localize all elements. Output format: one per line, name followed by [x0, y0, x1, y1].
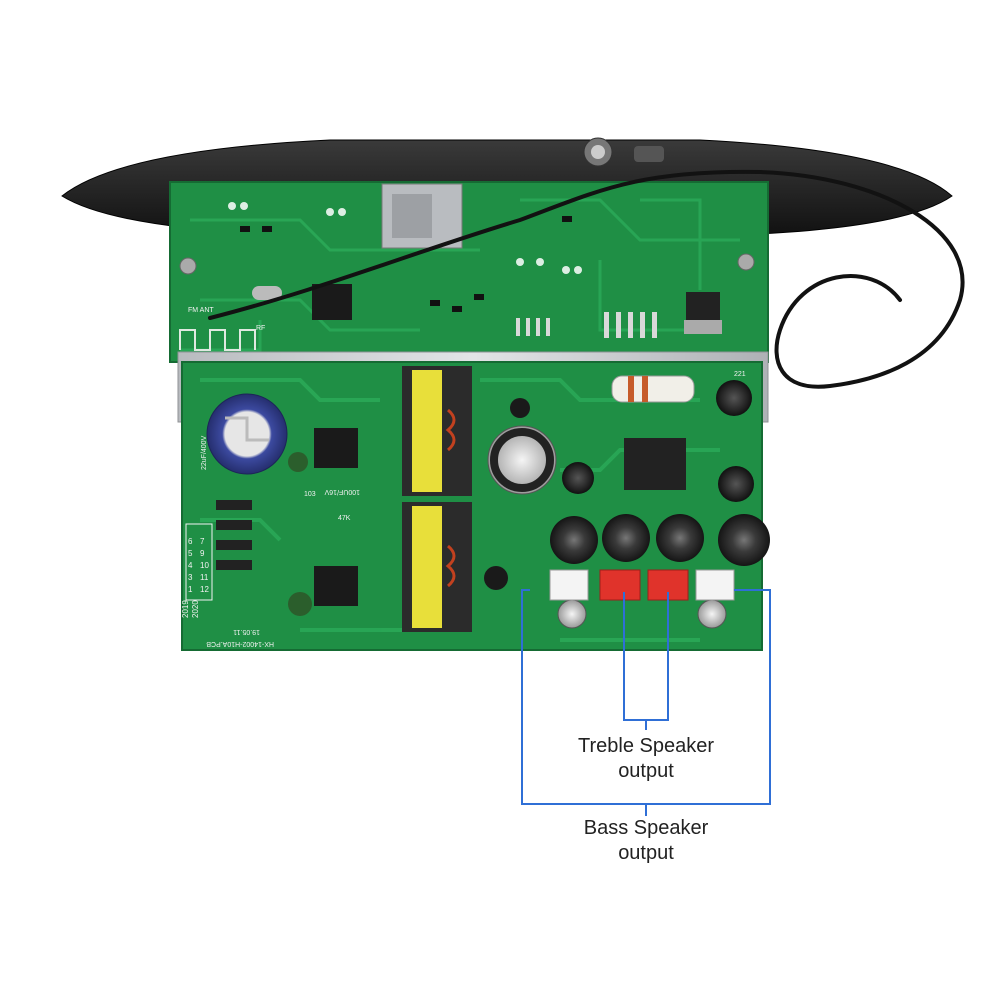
bass-speaker-output-label: Bass Speaker output	[546, 816, 746, 866]
silk-103: 103	[304, 491, 316, 498]
rev-cell: 9	[200, 549, 205, 558]
silk-date-code: 19.05.11	[233, 628, 260, 635]
rev-cell: 1	[188, 585, 193, 594]
upper-pcb: FM ANT RF	[169, 181, 769, 363]
rev-cell: 11	[200, 573, 209, 582]
treble-label-line1: Treble Speaker	[578, 735, 714, 757]
bass-callout-bracket	[521, 589, 771, 816]
rev-cell: 12	[200, 585, 209, 594]
rev-cell: 10	[200, 561, 209, 570]
silk-pcb-code: HX-14002-H10A.PCB	[206, 640, 274, 647]
treble-label-line2: output	[618, 760, 674, 782]
silk-47k: 47K	[338, 515, 351, 522]
connector-treble-1	[599, 569, 641, 601]
treble-speaker-output-label: Treble Speaker output	[546, 734, 746, 784]
connector-bass-right	[695, 569, 735, 601]
rev-year-2020: 2020	[191, 600, 200, 618]
silk-rf: RF	[256, 325, 265, 332]
rev-table: 2019 2020 1 3 4 5 6 12 11 10 9 7	[181, 523, 213, 618]
bass-label-line1: Bass Speaker	[583, 817, 709, 839]
silk-cap-value: 100UF/16V	[324, 488, 360, 495]
antenna-wire	[208, 169, 965, 389]
bass-label-line2: output	[618, 842, 674, 864]
silk-fm-ant: FM ANT	[188, 307, 214, 314]
lower-pcb: 22uF/400V 100UF/16V 103 47K HX-14002-H10…	[181, 361, 770, 651]
silk-cap-main: 22uF/400V	[201, 435, 208, 470]
treble-callout-bracket	[623, 592, 669, 730]
rev-cell: 4	[188, 561, 193, 570]
rev-cell: 6	[188, 537, 193, 546]
connector-bass-left	[549, 569, 589, 601]
rev-cell: 7	[200, 537, 205, 546]
rev-cell: 3	[188, 573, 193, 582]
silk-221: 221	[734, 371, 746, 378]
rev-cell: 5	[188, 549, 193, 558]
rev-year-2019: 2019	[181, 600, 190, 618]
